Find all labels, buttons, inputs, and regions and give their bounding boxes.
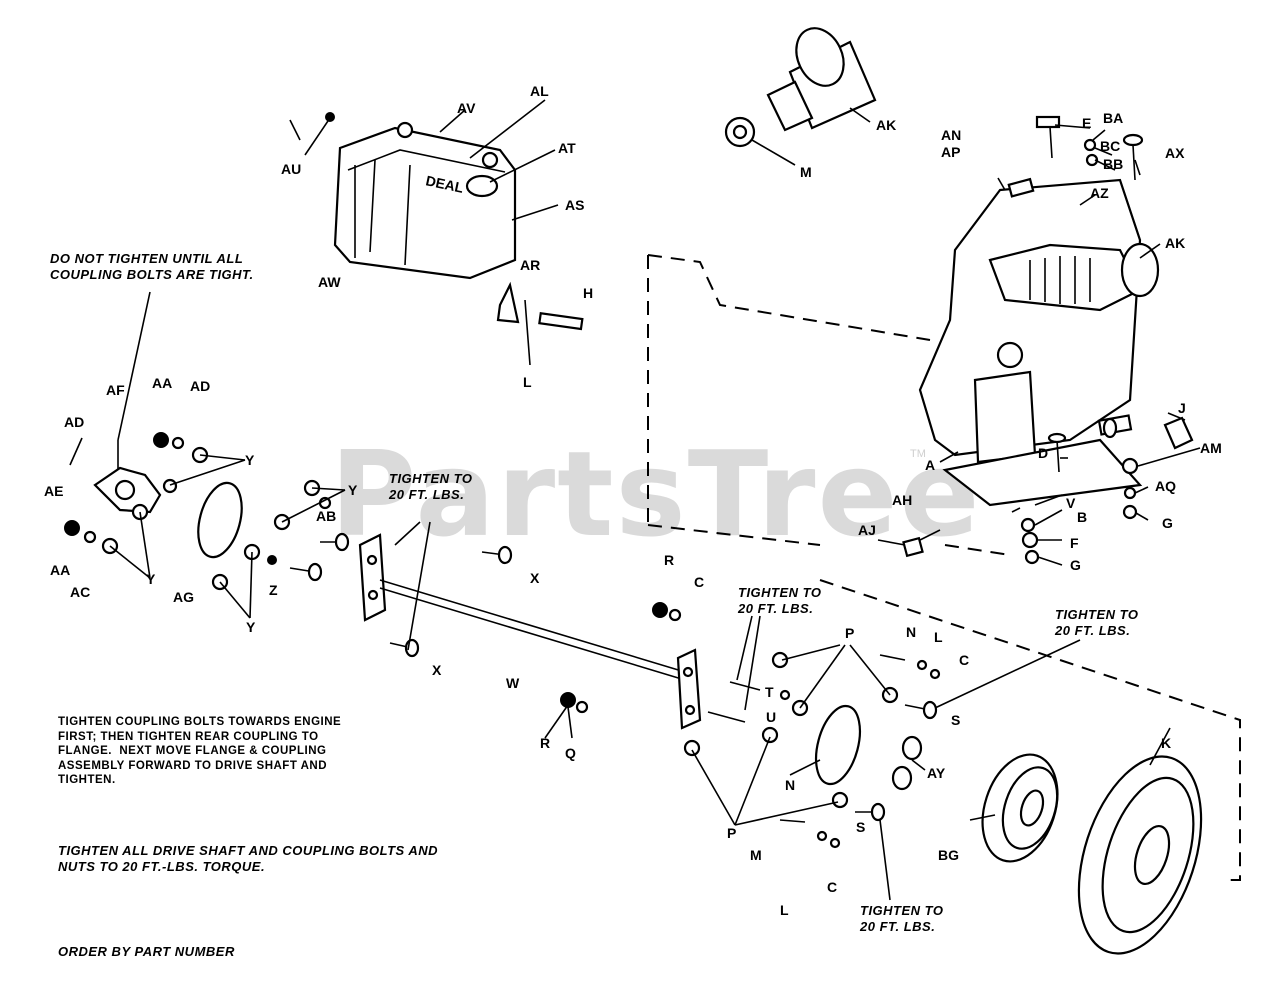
engine-dashed-outline [647, 254, 1241, 881]
callout: AA [50, 562, 70, 578]
tank-decal: DEAL [424, 172, 465, 196]
air-cleaner [724, 27, 877, 148]
callout: AK [1165, 235, 1185, 251]
callout: J [1178, 400, 1186, 416]
callout: AB [316, 508, 336, 524]
drive-shaft [358, 533, 702, 730]
callout: AA [152, 375, 172, 391]
callout: AD [190, 378, 210, 394]
callout: S [856, 819, 865, 835]
note-tighten-coupling: TIGHTEN COUPLING BOLTS TOWARDS ENGINE FI… [58, 716, 342, 786]
callout: BG [938, 847, 959, 863]
callout: T [765, 684, 774, 700]
callout: N [906, 624, 916, 640]
callout: AE [44, 483, 63, 499]
callout: M [800, 164, 812, 180]
callout: Y [246, 619, 256, 635]
callout: L [780, 902, 789, 918]
pulley-k [1077, 755, 1203, 955]
callout: AJ [858, 522, 876, 538]
callout: AY [927, 765, 946, 781]
callout: BA [1103, 110, 1123, 126]
callout: BC [1100, 138, 1120, 154]
callout: G [1162, 515, 1173, 531]
watermark-trademark: TM [910, 448, 926, 460]
engine-bolt-e [1035, 115, 1061, 159]
callout: F [1070, 535, 1079, 551]
note-torque-bottom: TIGHTEN TO 20 FT. LBS. [860, 903, 944, 934]
callout: P [727, 825, 736, 841]
callout: Q [565, 745, 576, 761]
callout: Y [245, 452, 255, 468]
watermark: PartsTree [330, 425, 982, 563]
note-torque-center: TIGHTEN TO 20 FT. LBS. [389, 471, 473, 502]
callout: L [523, 374, 532, 390]
callout: U [766, 709, 776, 725]
callout: AU [281, 161, 301, 177]
callout: Y [348, 482, 358, 498]
note-order-by-part-number: ORDER BY PART NUMBER [58, 944, 235, 959]
callout: AM [1200, 440, 1222, 456]
head-bolt-ax [1083, 133, 1144, 181]
callout: K [1161, 735, 1171, 751]
coupling-flange-assembly [64, 432, 350, 591]
callout: X [530, 570, 540, 586]
callout: AP [941, 144, 960, 160]
callout: B [1077, 509, 1087, 525]
pulley-bg [981, 753, 1059, 863]
callout: AZ [1090, 185, 1109, 201]
callout: AL [530, 83, 549, 99]
callout: S [951, 712, 960, 728]
rear-coupling-assembly [560, 602, 941, 849]
callout: C [827, 879, 837, 895]
callout: AG [173, 589, 194, 605]
note-torque-rear-coupling: TIGHTEN TO 20 FT. LBS. [738, 585, 822, 616]
callout: AF [106, 382, 125, 398]
callout: AC [70, 584, 90, 600]
tank-bolt-au [304, 112, 335, 156]
callout: N [785, 777, 795, 793]
callout: W [506, 675, 520, 691]
callout: A [925, 457, 935, 473]
callout: L [934, 629, 943, 645]
callout: Y [146, 571, 156, 587]
callout: R [664, 552, 674, 568]
engine-mount-hardware [902, 432, 1139, 565]
callout: R [540, 735, 550, 751]
callout: P [845, 625, 854, 641]
note-torque-right: TIGHTEN TO 20 FT. LBS. [1055, 607, 1139, 638]
callout: AD [64, 414, 84, 430]
fuel-tank: DEAL [333, 121, 517, 280]
callout: AX [1165, 145, 1185, 161]
callout: BB [1103, 156, 1123, 172]
callout: E [1082, 115, 1091, 131]
callout: AQ [1155, 478, 1176, 494]
engine [918, 177, 1194, 507]
callout: AW [318, 274, 341, 290]
note-tighten-all: TIGHTEN ALL DRIVE SHAFT AND COUPLING BOL… [58, 843, 439, 874]
callout: AV [457, 100, 476, 116]
callout: AT [558, 140, 576, 156]
callout: AS [565, 197, 584, 213]
callout: AK [876, 117, 896, 133]
callout: C [959, 652, 969, 668]
callout: D [1038, 445, 1048, 461]
leader-lines [109, 99, 1201, 901]
callout: AH [892, 492, 912, 508]
callout: G [1070, 557, 1081, 573]
callout: X [432, 662, 442, 678]
callout: Z [269, 582, 278, 598]
callout: AR [520, 257, 540, 273]
callout: AN [941, 127, 961, 143]
callout: V [1066, 495, 1076, 511]
part-callouts: AU AV AL AT AS AW AR H L AK M E BA BC BB… [44, 83, 1222, 918]
callout: C [694, 574, 704, 590]
callout: M [750, 847, 762, 863]
callout: H [583, 285, 593, 301]
note-do-not-tighten: DO NOT TIGHTEN UNTIL ALL COUPLING BOLTS … [50, 251, 254, 282]
shutoff-valve-ar [496, 281, 584, 366]
